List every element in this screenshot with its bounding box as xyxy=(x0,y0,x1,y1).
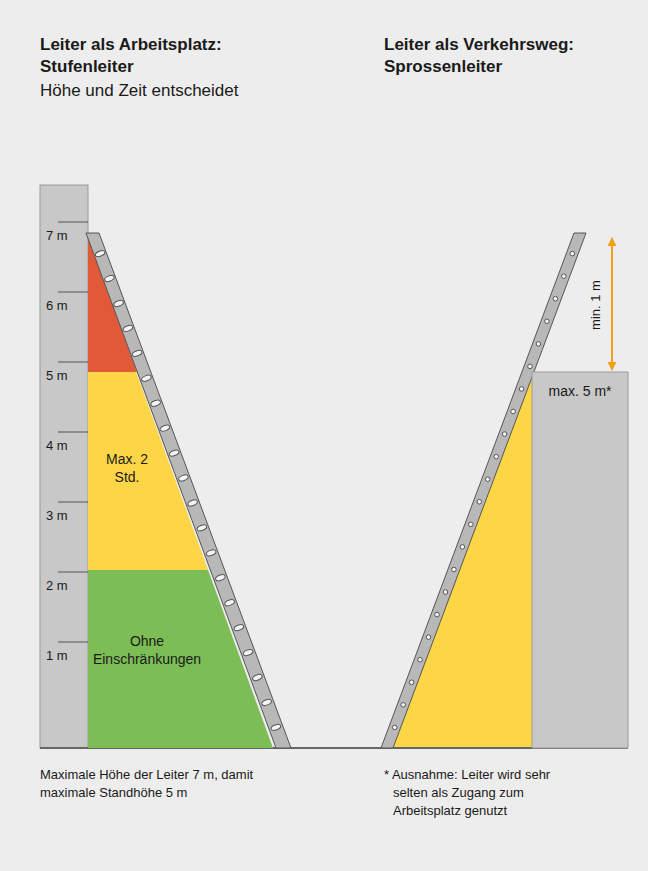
ladder-step xyxy=(252,673,263,681)
ladder-step xyxy=(141,374,152,382)
ladder-rung xyxy=(519,387,524,392)
ladder-rung xyxy=(511,409,516,414)
scale-label: 1 m xyxy=(46,648,68,664)
scale-label: 4 m xyxy=(46,438,68,454)
scale-tick xyxy=(58,642,88,643)
ladder-rung xyxy=(418,657,423,662)
ladder-step xyxy=(270,723,281,731)
section-heading: Leiter als Verkehrsweg: Sprossenleiter xyxy=(384,34,624,78)
ladder-rung xyxy=(477,499,482,504)
ladder-rung xyxy=(562,274,567,279)
ladder-rung xyxy=(502,432,507,437)
ladder-rung xyxy=(435,612,440,617)
ladder-step xyxy=(206,549,217,557)
scale-tick xyxy=(58,432,88,433)
zone-fill xyxy=(88,570,273,748)
scale-tick xyxy=(58,222,88,223)
scale-label: 5 m xyxy=(46,368,68,384)
ladder-step xyxy=(224,599,235,607)
zone-fill xyxy=(88,372,208,570)
ladder-rung xyxy=(443,590,448,595)
ladder-rung xyxy=(452,567,457,572)
ladder-step xyxy=(150,399,161,407)
ladder-rung xyxy=(426,635,431,640)
ladder-rung xyxy=(469,522,474,527)
section-subheading: Höhe und Zeit entscheidet xyxy=(40,80,300,102)
dimension-arrow xyxy=(611,238,613,370)
ladder-rung xyxy=(570,251,575,256)
height-scale-column xyxy=(40,185,88,748)
unrestricted-zone: Ohne Einschränkungen xyxy=(88,570,274,748)
step-ladder xyxy=(86,233,291,748)
footnote: Maximale Höhe der Leiter 7 m, damit maxi… xyxy=(40,766,262,802)
scale-tick xyxy=(58,572,88,573)
time-limit-zone: Max. 2 Std. xyxy=(88,372,210,570)
ladder-step xyxy=(233,623,244,631)
scale-tick xyxy=(58,502,88,503)
ladder-rung xyxy=(392,725,397,730)
ladder-rung xyxy=(553,296,558,301)
scale-label: 3 m xyxy=(46,508,68,524)
ladder-step xyxy=(187,499,198,507)
scale-tick xyxy=(58,292,88,293)
section-heading: Leiter als Arbeitsplatz: Stufenleiter xyxy=(40,34,270,78)
ladder-rung xyxy=(536,342,541,347)
ladder-step xyxy=(104,274,115,282)
ladder-rung xyxy=(460,545,465,550)
ladder-step xyxy=(132,349,143,357)
platform-wall: max. 5 m* xyxy=(532,372,628,748)
footnote: * Ausnahme: Leiter wird sehr selten als … xyxy=(384,766,570,820)
scale-label: 7 m xyxy=(46,228,68,244)
ladder-step xyxy=(215,574,226,582)
ladder-rung xyxy=(545,319,550,324)
scale-tick xyxy=(58,362,88,363)
ladder-step xyxy=(122,324,133,332)
scale-label: 2 m xyxy=(46,578,68,594)
zone-label: max. 5 m* xyxy=(534,382,626,400)
zone-shape xyxy=(88,372,210,570)
dimension-label: min. 1 m xyxy=(588,280,604,330)
ladder-step xyxy=(196,524,207,532)
zone-label: Max. 2 Std. xyxy=(94,450,160,486)
ladder-rung xyxy=(401,703,406,708)
ladder-step xyxy=(261,698,272,706)
zone-fill xyxy=(532,372,628,748)
ladder-step xyxy=(169,449,180,457)
zone-label: Ohne Einschränkungen xyxy=(90,632,204,668)
ladder-rung xyxy=(494,454,499,459)
zone-shape xyxy=(532,372,628,748)
ladder-step xyxy=(178,474,189,482)
ladder-step xyxy=(159,424,170,432)
scale-label: 6 m xyxy=(46,298,68,314)
ladder-rung xyxy=(485,477,490,482)
ladder-step xyxy=(95,249,106,257)
ladder-rung xyxy=(409,680,414,685)
ladder-step xyxy=(243,648,254,656)
ladder-step xyxy=(113,299,124,307)
ladder-rung xyxy=(528,364,533,369)
